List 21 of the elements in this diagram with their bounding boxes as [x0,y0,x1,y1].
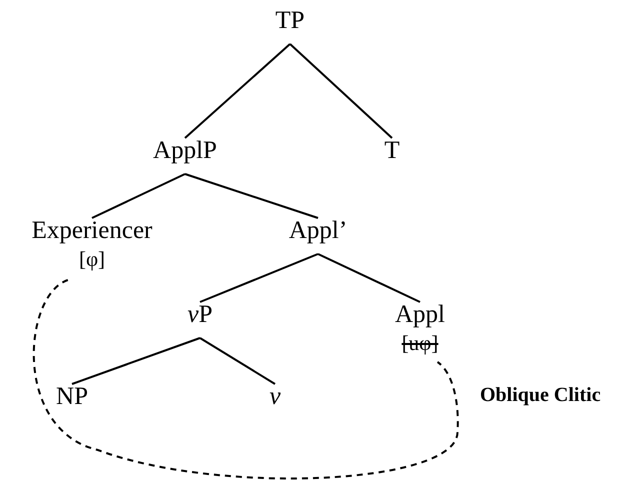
tree-branch [289,43,393,139]
tree-branch [318,253,420,303]
node-label: v [269,382,281,412]
tree-branch [184,43,291,139]
node-label: Appl’ [288,216,348,246]
feature-label: [φ] [78,246,106,272]
node-label: NP [56,382,88,412]
node-label: TP [275,6,305,36]
tree-branch [199,337,276,385]
node-label: Appl [395,300,445,330]
node-label: vP [188,300,212,330]
tree-branch [184,173,318,219]
tree-branch [72,337,200,385]
node-label: ApplP [153,136,217,166]
node-label: Experiencer [32,216,152,246]
feature-label: [uφ] [402,330,438,356]
annotation-label: Oblique Clitic [480,384,601,407]
tree-branch [92,173,186,219]
node-label: T [384,136,400,166]
tree-branch [200,253,318,303]
dashed-connector [33,279,459,480]
